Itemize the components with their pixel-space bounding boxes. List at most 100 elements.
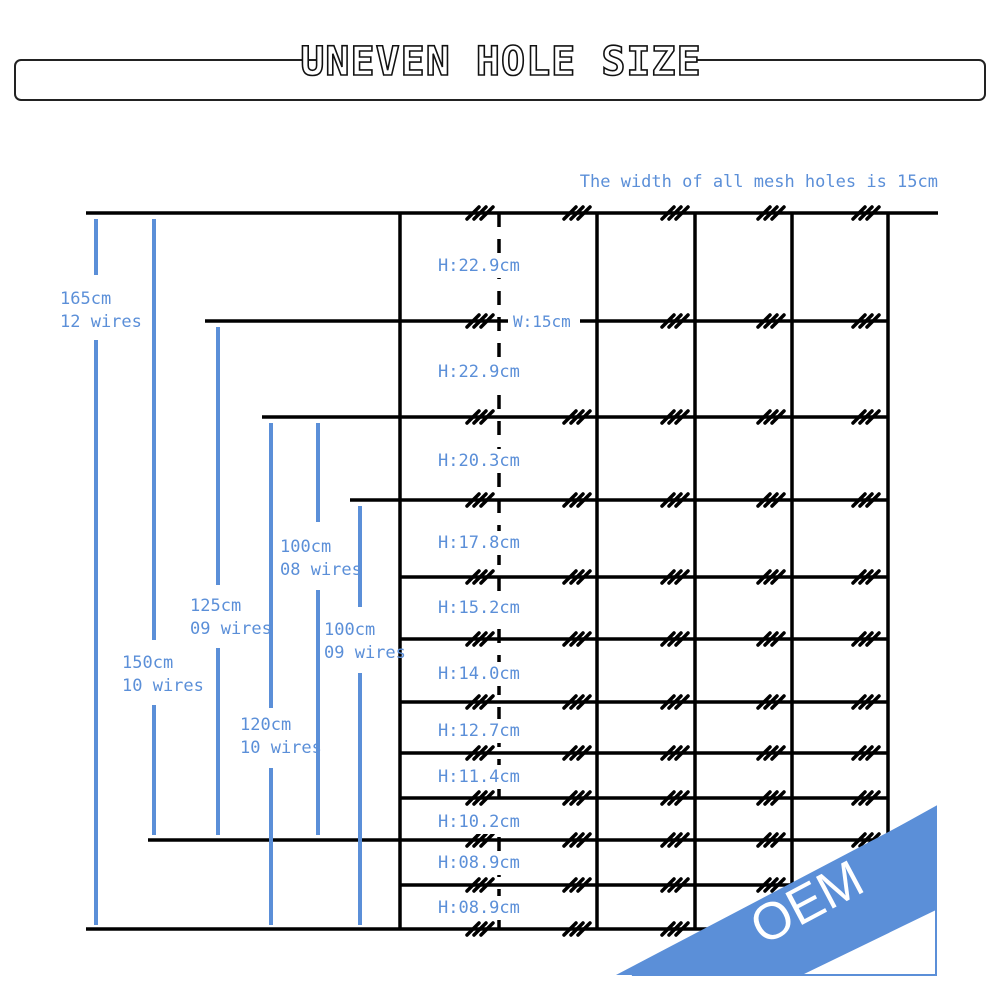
wire-knot [756, 877, 786, 893]
wire-knot [851, 313, 881, 329]
size-option-wires: 10 wires [122, 676, 204, 696]
size-option-height: 100cm [280, 537, 331, 557]
hole-height-label: H:22.9cm [438, 362, 520, 382]
oem-badge: OEM [616, 805, 937, 976]
size-option-height: 125cm [190, 596, 241, 616]
wire-knot [851, 694, 881, 710]
hole-height-label-backdrop [434, 765, 528, 789]
hole-height-label: H:20.3cm [438, 451, 520, 471]
wire-knot [756, 631, 786, 647]
size-option-wires: 09 wires [190, 619, 272, 639]
wire-knot [562, 921, 592, 937]
hole-height-label-backdrop [434, 254, 528, 278]
wire-knot [660, 409, 690, 425]
wire-knot [465, 832, 495, 848]
wire-knot [851, 492, 881, 508]
wire-knot [562, 492, 592, 508]
wire-knot [465, 790, 495, 806]
wire-knot [756, 694, 786, 710]
wire-knot [465, 492, 495, 508]
hole-height-label: H:08.9cm [438, 898, 520, 918]
wire-knot [562, 205, 592, 221]
size-option-height: 100cm [324, 620, 375, 640]
wire-knot [756, 832, 786, 848]
hole-height-label: H:11.4cm [438, 767, 520, 787]
wire-knot [660, 569, 690, 585]
hole-height-label: H:12.7cm [438, 721, 520, 741]
hole-height-label: H:14.0cm [438, 664, 520, 684]
width-note: The width of all mesh holes is 15cm [580, 172, 938, 192]
wire-knot [562, 832, 592, 848]
header-banner: UNEVEN HOLE SIZE [14, 38, 986, 101]
wire-knot [465, 921, 495, 937]
size-option-wires: 09 wires [324, 643, 406, 663]
hole-height-label-backdrop [434, 719, 528, 743]
wire-knot [851, 631, 881, 647]
size-option-wires: 08 wires [280, 560, 362, 580]
wire-knot [660, 205, 690, 221]
size-option-labels: 165cm 12 wires 150cm 10 wires 125cm 09 wires 1… [60, 289, 406, 758]
hole-height-label-backdrop [434, 531, 528, 555]
wire-knot [756, 205, 786, 221]
wire-knot [465, 745, 495, 761]
wire-knot [465, 631, 495, 647]
wire-knot [465, 569, 495, 585]
size-option-height: 120cm [240, 715, 291, 735]
width-marker-backdrop [508, 310, 580, 332]
wire-knot [562, 745, 592, 761]
oem-badge-band [616, 807, 936, 975]
wire-knot [756, 313, 786, 329]
wire-knot [660, 832, 690, 848]
wire-knot [851, 790, 881, 806]
hole-height-label-backdrop [434, 810, 528, 834]
header-title-backdrop [318, 40, 684, 90]
hole-height-label-backdrop [434, 596, 528, 620]
wire-knot [851, 205, 881, 221]
wire-knot [851, 569, 881, 585]
width-marker: W:15cm [508, 310, 580, 332]
wire-knot [756, 569, 786, 585]
wire-knot [851, 409, 881, 425]
wire-knot [562, 694, 592, 710]
wire-knot [465, 205, 495, 221]
wire-knot [562, 569, 592, 585]
hole-height-labels: H:22.9cmH:22.9cmH:20.3cmH:17.8cmH:15.2cm… [434, 254, 528, 920]
wire-knot [756, 409, 786, 425]
wire-knot [562, 877, 592, 893]
wire-knot [465, 694, 495, 710]
width-marker-label: W:15cm [513, 312, 571, 331]
size-option-wires: 12 wires [60, 312, 142, 332]
hole-height-label: H:17.8cm [438, 533, 520, 553]
wire-knot [756, 745, 786, 761]
wire-knot [756, 790, 786, 806]
height-dimension-lines [94, 219, 362, 925]
wire-knot [660, 313, 690, 329]
size-option-height: 165cm [60, 289, 111, 309]
wire-knot [465, 877, 495, 893]
size-option-height: 150cm [122, 653, 173, 673]
header-title: UNEVEN HOLE SIZE [300, 39, 701, 85]
hole-height-label-backdrop [434, 449, 528, 473]
wire-knot [756, 492, 786, 508]
wire-knot [660, 877, 690, 893]
wire-knot [851, 745, 881, 761]
hole-height-label-backdrop [434, 360, 528, 384]
wire-knot [562, 409, 592, 425]
wire-knot [562, 631, 592, 647]
wire-knot [660, 631, 690, 647]
wire-knot [660, 921, 690, 937]
wire-knot [660, 694, 690, 710]
wire-knot [660, 745, 690, 761]
wire-knot [465, 409, 495, 425]
hole-height-label-backdrop [434, 662, 528, 686]
hole-height-label: H:22.9cm [438, 256, 520, 276]
wire-knot [660, 492, 690, 508]
size-option-wires: 10 wires [240, 738, 322, 758]
wire-knot [562, 790, 592, 806]
wire-knot [660, 790, 690, 806]
hole-height-label-backdrop [434, 851, 528, 875]
hole-height-label-backdrop [434, 896, 528, 920]
hole-height-label: H:10.2cm [438, 812, 520, 832]
hole-height-label: H:15.2cm [438, 598, 520, 618]
